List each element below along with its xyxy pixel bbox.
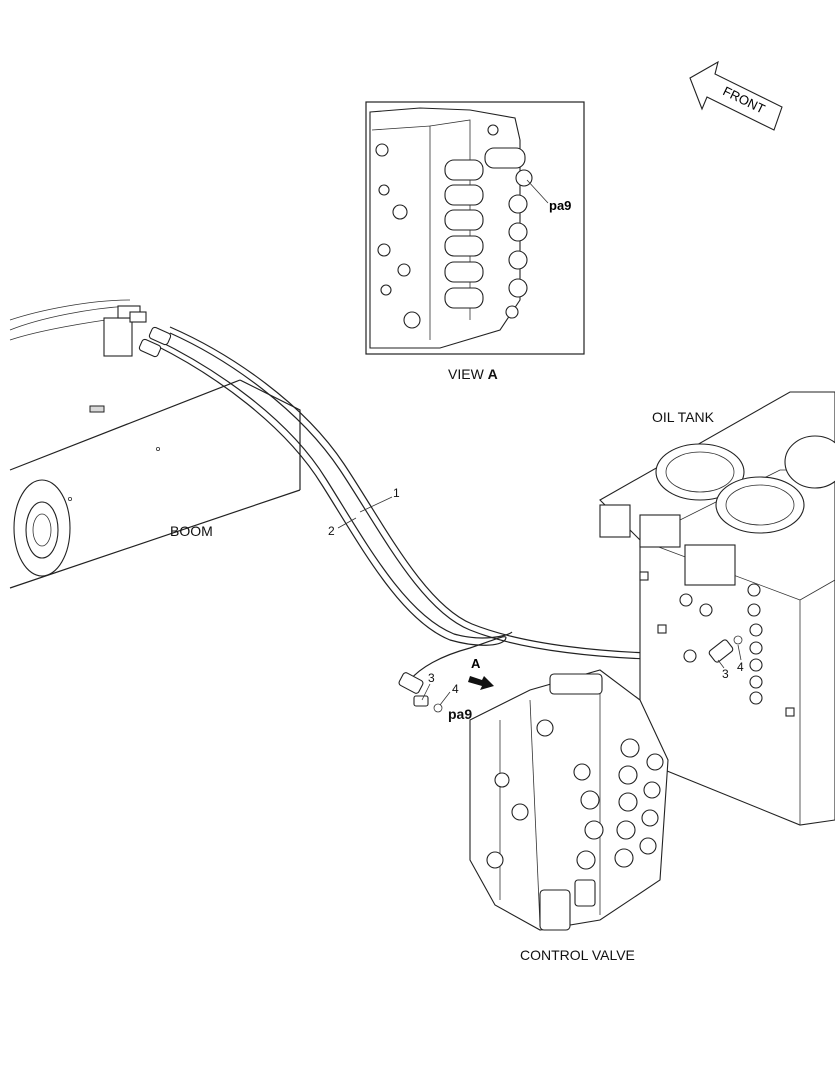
callout-port-pa9: pa9 — [448, 706, 473, 722]
oil-tank — [599, 391, 835, 826]
hose-2 — [154, 338, 513, 681]
control-valve-label: CONTROL VALVE — [520, 947, 635, 963]
solenoid-stack — [444, 147, 533, 319]
callout-hose-2: 2 — [328, 524, 335, 538]
callout-fitting-3-right: 3 — [722, 667, 729, 681]
flow-arrow-icon: A — [468, 656, 494, 690]
view-a-inset: pa9 — [365, 101, 585, 355]
callout-hose-1: 1 — [393, 486, 400, 500]
control-valve — [398, 669, 669, 931]
oil-tank-label: OIL TANK — [652, 409, 714, 425]
view-label-letter: A — [487, 366, 498, 382]
view-a-label: VIEW A — [448, 366, 498, 382]
callout-oring-4-left: 4 — [452, 682, 459, 696]
flow-letter: A — [471, 656, 481, 671]
valve-spools — [573, 738, 664, 870]
boom-label: BOOM — [170, 523, 213, 539]
callout-oring-4-right: 4 — [737, 660, 744, 674]
valve-port-holes — [375, 124, 499, 329]
boom — [9, 299, 301, 589]
view-label-text: VIEW — [448, 366, 484, 382]
hose-1 — [169, 326, 701, 661]
callout-fitting-3-left: 3 — [428, 671, 435, 685]
front-arrow-icon: FRONT — [689, 60, 783, 131]
inset-callout-pa9: pa9 — [549, 198, 571, 213]
